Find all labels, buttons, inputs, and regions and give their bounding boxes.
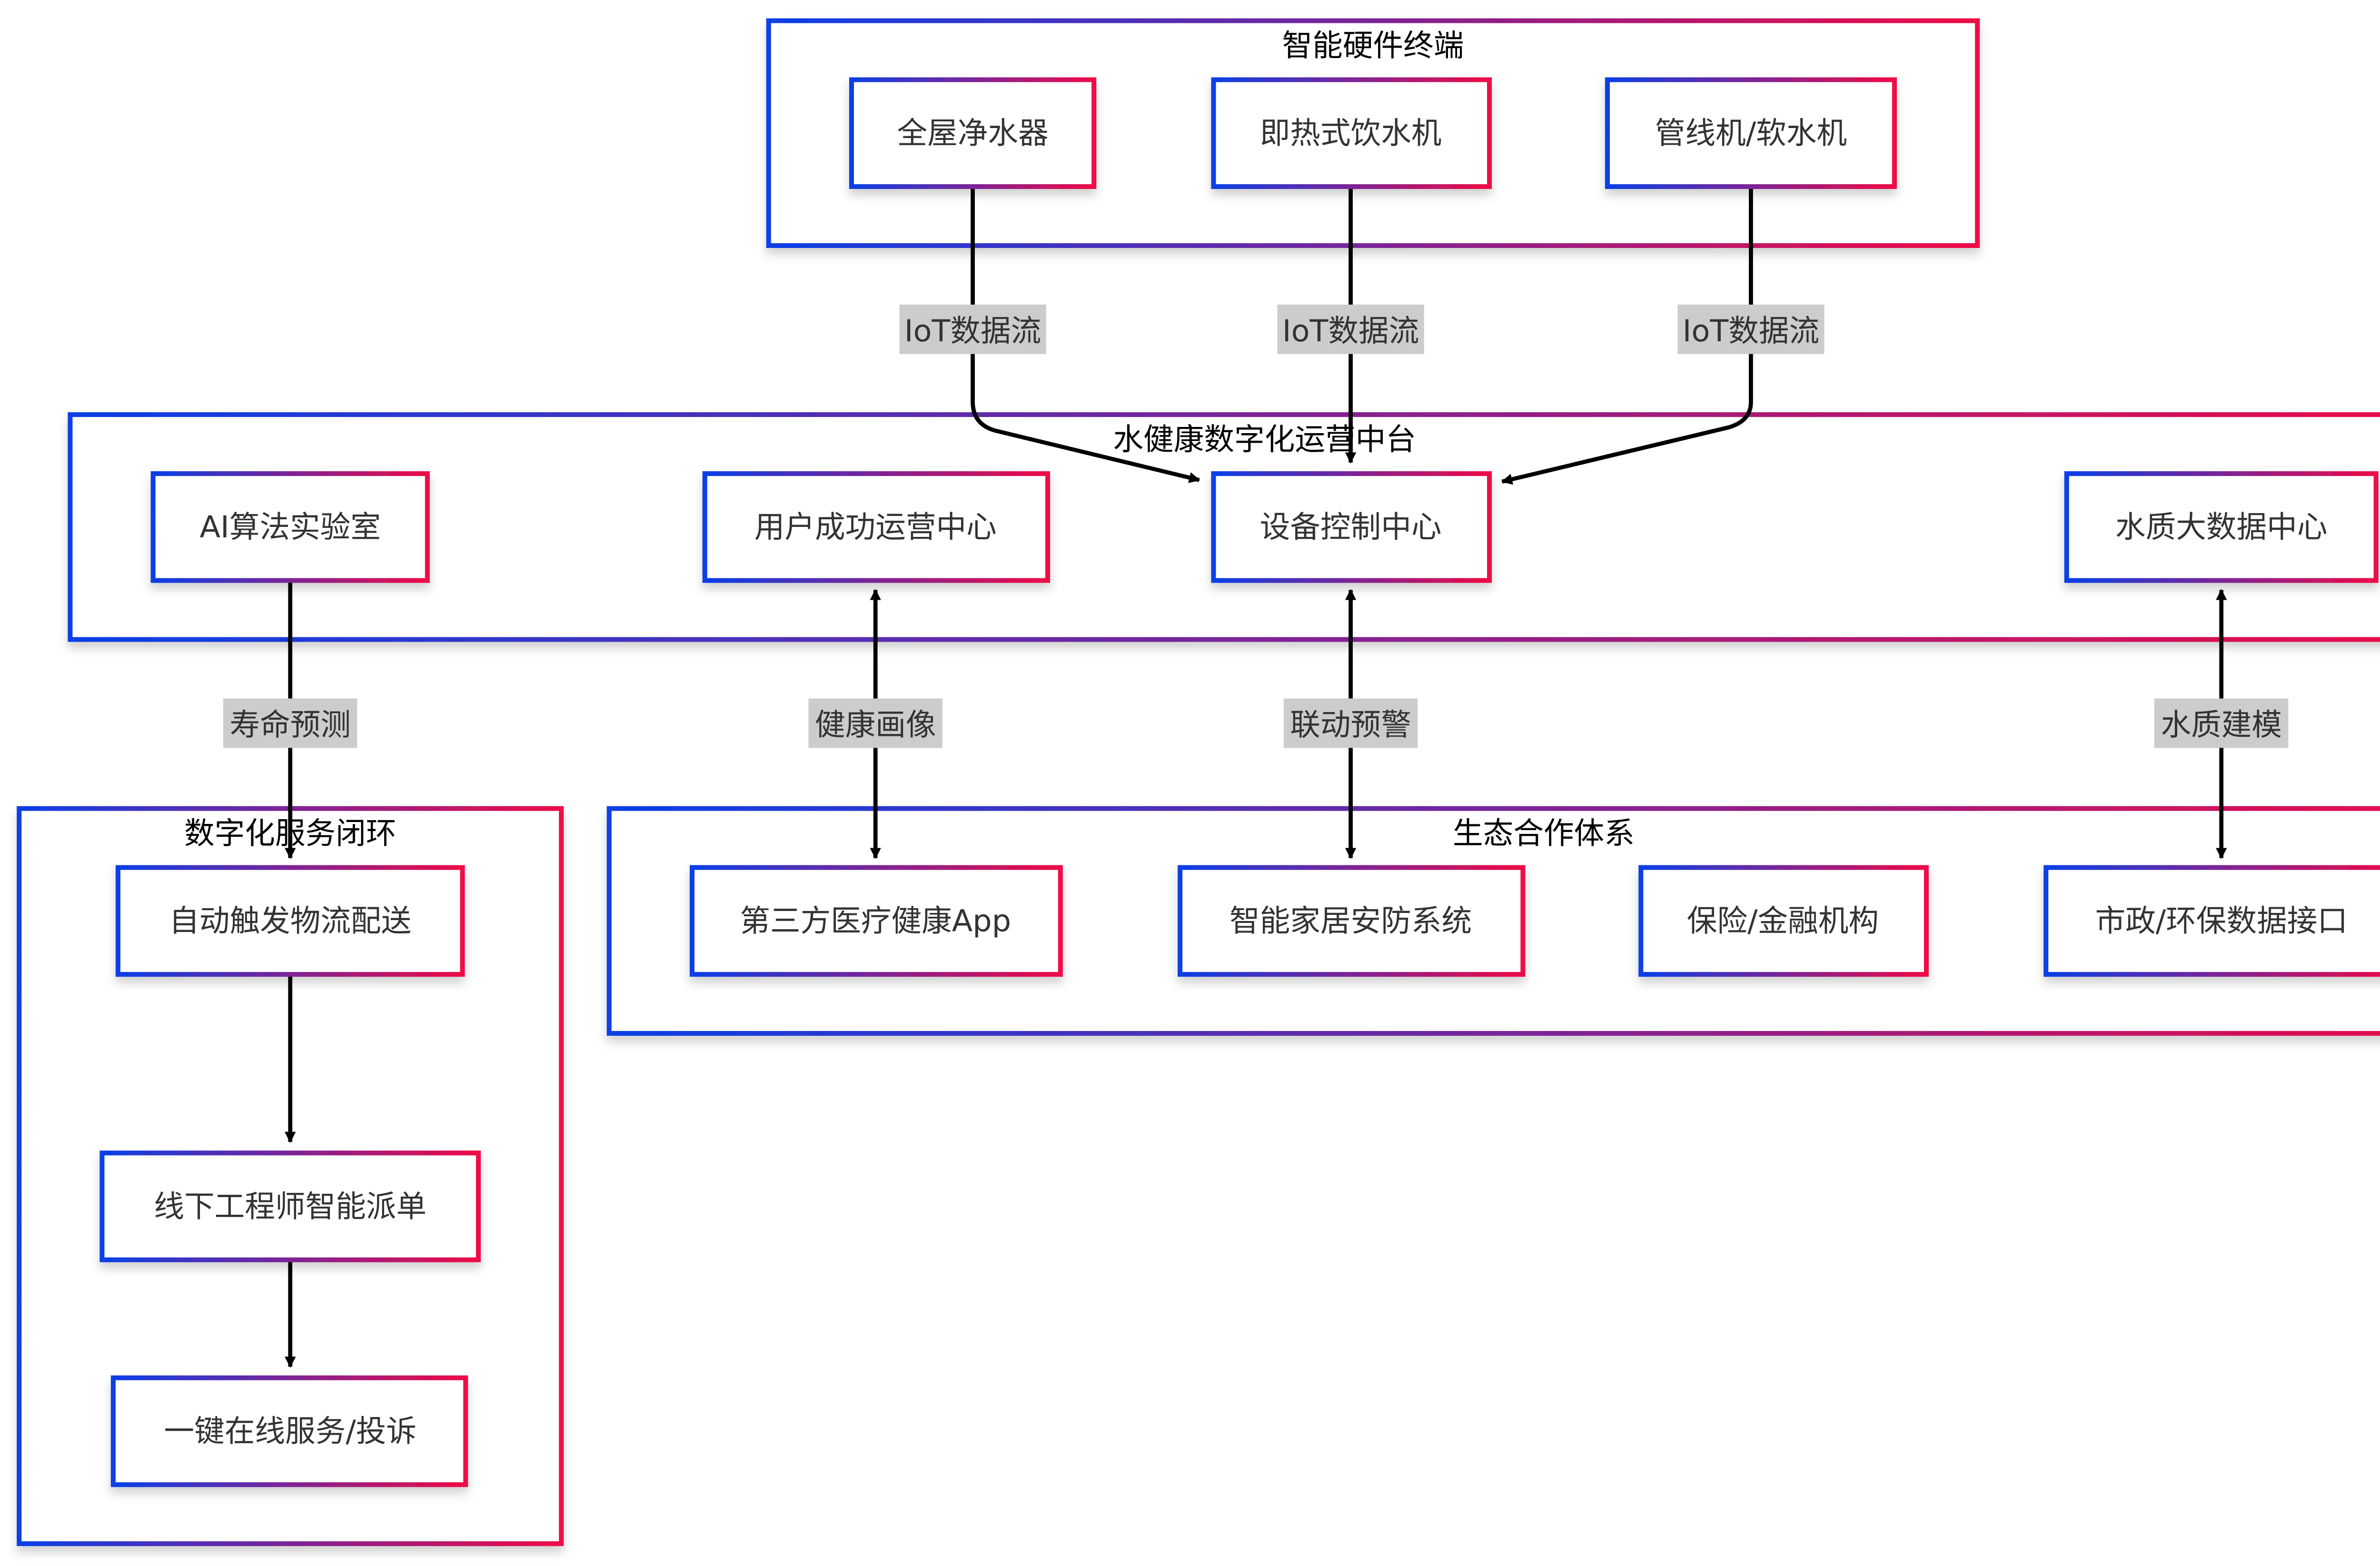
node-label: 市政/环保数据接口	[2095, 904, 2348, 939]
node-box	[1211, 77, 1492, 189]
cluster-hardware-title: 智能硬件终端	[1282, 28, 1464, 63]
node-label: 水质大数据中心	[2115, 510, 2327, 545]
node-label: 管线机/软水机	[1655, 116, 1847, 151]
node-pipeline[interactable]: 管线机/软水机	[1605, 77, 1897, 189]
node-label: 第三方医疗健康App	[740, 904, 1011, 939]
edge-label-iot-1: IoT数据流	[899, 304, 1046, 354]
node-online-service[interactable]: 一键在线服务/投诉	[110, 1375, 468, 1487]
edge-labels: IoT数据流 IoT数据流 IoT数据流 寿命预测 健康画像 联动预警 水质建模	[223, 304, 2289, 748]
node-box	[115, 865, 465, 977]
edges	[284, 186, 2227, 1368]
edge-label-bg	[1677, 304, 1825, 354]
edge-label-health-profile: 健康画像	[808, 698, 942, 748]
edge-label-iot-3: IoT数据流	[1677, 304, 1825, 354]
node-dispatch[interactable]: 线下工程师智能派单	[99, 1150, 481, 1262]
node-box	[1638, 865, 1929, 977]
node-label: 智能家居安防系统	[1230, 904, 1472, 939]
edge-label-bg	[808, 698, 942, 748]
node-box	[849, 77, 1097, 189]
nodes: 全屋净水器 即热式饮水机 管线机/软水机 AI算法实验室 用户成功运营中心 设备…	[99, 77, 2380, 1487]
node-box	[1211, 471, 1492, 583]
cluster-ecosystem-title: 生态合作体系	[1453, 816, 1635, 851]
edge-label-text: 水质建模	[2161, 707, 2282, 743]
node-user-ops[interactable]: 用户成功运营中心	[702, 471, 1051, 583]
node-label: 一键在线服务/投诉	[164, 1414, 416, 1449]
edge-label-text: 寿命预测	[229, 707, 351, 743]
edge-label-bg	[1283, 698, 1418, 748]
edge-label-bg	[1277, 304, 1424, 354]
node-municipal[interactable]: 市政/环保数据接口	[2043, 865, 2380, 977]
edge-label-lifespan: 寿命预测	[223, 698, 357, 748]
edge-label-text: 健康画像	[815, 707, 936, 743]
edge-label-text: 联动预警	[1290, 707, 1411, 743]
node-box	[2043, 865, 2380, 977]
node-purifier[interactable]: 全屋净水器	[849, 77, 1097, 189]
edge-label-bg	[899, 304, 1046, 354]
edge-purifier-to-device-ctrl[interactable]	[971, 186, 1200, 483]
edge-label-text: IoT数据流	[1683, 314, 1820, 349]
node-ai-lab[interactable]: AI算法实验室	[150, 471, 430, 583]
node-box	[702, 471, 1051, 583]
node-medical-app[interactable]: 第三方医疗健康App	[689, 865, 1063, 977]
node-logistics[interactable]: 自动触发物流配送	[115, 865, 465, 977]
node-box	[2064, 471, 2379, 583]
node-box	[1178, 865, 1526, 977]
node-label: 设备控制中心	[1260, 510, 1442, 545]
node-insurance[interactable]: 保险/金融机构	[1638, 865, 1929, 977]
cluster-platform-title: 水健康数字化运营中台	[1113, 422, 1416, 457]
node-label: AI算法实验室	[199, 510, 381, 545]
edge-label-bg	[223, 698, 357, 748]
node-device-ctrl[interactable]: 设备控制中心	[1211, 471, 1492, 583]
node-label: 全屋净水器	[897, 116, 1048, 151]
node-box	[1605, 77, 1897, 189]
node-water-data[interactable]: 水质大数据中心	[2064, 471, 2379, 583]
node-box	[99, 1150, 481, 1262]
node-label: 用户成功运营中心	[754, 510, 997, 545]
edge-label-text: IoT数据流	[1282, 314, 1419, 349]
node-label: 保险/金融机构	[1687, 904, 1879, 939]
edge-label-water-modeling: 水质建模	[2154, 698, 2289, 748]
edge-pipeline-to-device-ctrl[interactable]	[1501, 186, 1753, 485]
edge-label-linked-alert: 联动预警	[1283, 698, 1418, 748]
node-label: 自动触发物流配送	[169, 904, 411, 939]
node-label: 线下工程师智能派单	[154, 1189, 426, 1224]
node-box	[110, 1375, 468, 1487]
node-smart-home[interactable]: 智能家居安防系统	[1178, 865, 1526, 977]
edge-label-bg	[2154, 698, 2289, 748]
edge-label-text: IoT数据流	[904, 314, 1041, 349]
node-dispenser[interactable]: 即热式饮水机	[1211, 77, 1492, 189]
edge-label-iot-2: IoT数据流	[1277, 304, 1424, 354]
node-label: 即热式饮水机	[1260, 116, 1442, 151]
node-box	[150, 471, 430, 583]
node-box	[689, 865, 1063, 977]
